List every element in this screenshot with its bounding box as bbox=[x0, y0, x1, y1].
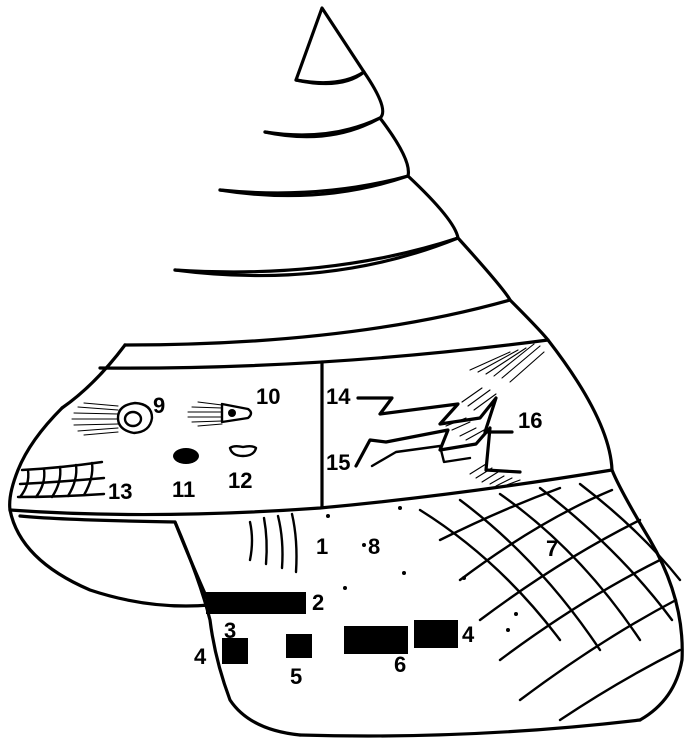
motif-14-16-zigzag bbox=[356, 344, 544, 486]
label-9: 9 bbox=[153, 393, 165, 418]
label-8: 8 bbox=[368, 534, 380, 559]
motif-9-eye bbox=[72, 403, 152, 435]
motif-1-strokes bbox=[250, 514, 297, 572]
label-6: 6 bbox=[394, 652, 406, 677]
label-4-left: 4 bbox=[194, 644, 207, 669]
label-2: 2 bbox=[312, 590, 324, 615]
label-16: 16 bbox=[518, 408, 542, 433]
label-4-right: 4 bbox=[462, 622, 475, 647]
label-12: 12 bbox=[228, 468, 252, 493]
spire-whorl-5 bbox=[125, 238, 510, 345]
lower-body-bottom bbox=[300, 720, 640, 736]
motif-7-net bbox=[420, 484, 680, 720]
motif-11-oval bbox=[173, 448, 199, 464]
lower-body-left bbox=[175, 522, 300, 735]
aperture-inner bbox=[20, 516, 210, 605]
band-top-edge bbox=[62, 345, 125, 408]
aperture-lip bbox=[10, 510, 210, 606]
motif-2-bar bbox=[206, 592, 306, 614]
label-15: 15 bbox=[326, 450, 350, 475]
label-11: 11 bbox=[172, 477, 195, 502]
motif-4-right-block bbox=[414, 620, 458, 648]
motif-13-net bbox=[18, 462, 104, 497]
spire-apex-whorl bbox=[296, 8, 364, 83]
label-3: 3 bbox=[224, 618, 236, 643]
label-14: 14 bbox=[326, 384, 351, 409]
band-lower-edge bbox=[10, 470, 612, 515]
motif-10-eye bbox=[188, 402, 251, 426]
label-10: 10 bbox=[256, 384, 280, 409]
label-1: 1 bbox=[316, 534, 328, 559]
spire-whorl-3 bbox=[220, 118, 408, 193]
motif-12-mouth bbox=[230, 446, 256, 456]
label-5: 5 bbox=[290, 664, 302, 689]
motif-5-square bbox=[286, 634, 312, 658]
motif-6-bar bbox=[344, 626, 408, 654]
label-7: 7 bbox=[546, 536, 558, 561]
label-13: 13 bbox=[108, 479, 132, 504]
zigzag-lower bbox=[356, 428, 520, 472]
shell-right-edge bbox=[510, 300, 682, 720]
